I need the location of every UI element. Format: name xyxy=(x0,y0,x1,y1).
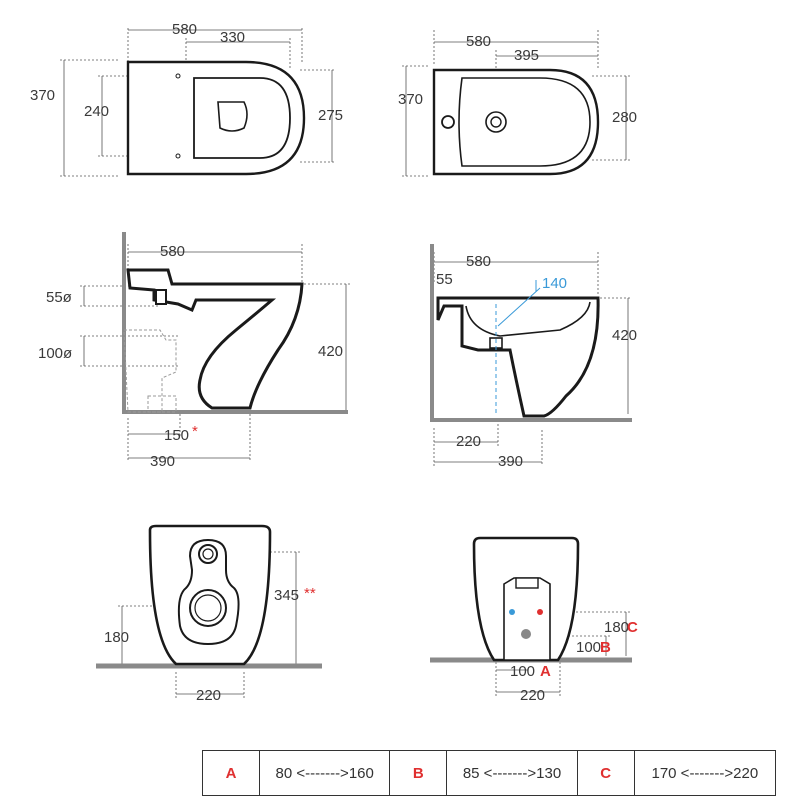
bidet-top-basin: 395 xyxy=(514,47,539,64)
bidet-top-inner: 280 xyxy=(612,109,637,126)
legend-range-c: 170 <------->220 xyxy=(633,750,777,796)
wc-side-width: 580 xyxy=(160,243,185,260)
wc-side-height: 420 xyxy=(318,343,343,360)
wc-rear-h1: 180 xyxy=(104,629,129,646)
bidet-side-tap: 140 xyxy=(542,275,567,292)
bidet-rear-b-key: B xyxy=(600,639,611,656)
wc-top-holes: 240 xyxy=(84,103,109,120)
range-legend-table: A 80 <------->160 B 85 <------->130 C 17… xyxy=(202,750,777,796)
bidet-side-wall: 390 xyxy=(498,453,523,470)
wc-rear-h2: 345 xyxy=(274,587,299,604)
bidet-rear-c-val: 180 xyxy=(604,619,629,636)
dimension-labels: 580 330 370 240 275 580 395 370 280 580 … xyxy=(30,21,638,704)
legend-key-b: B xyxy=(389,750,448,796)
wc-top-width: 580 xyxy=(172,21,197,38)
wc-top-seat: 330 xyxy=(220,29,245,46)
wc-side-wall: 390 xyxy=(150,453,175,470)
wc-rear-width: 220 xyxy=(196,687,221,704)
bidet-rear-view xyxy=(430,536,632,663)
wc-side-view xyxy=(122,232,348,414)
bidet-rear-c-key: C xyxy=(627,619,638,636)
bidet-side-width: 580 xyxy=(466,253,491,270)
wc-side-drain-mark: * xyxy=(192,423,198,440)
wc-top-inner: 275 xyxy=(318,107,343,124)
bidet-rear-a-val: 100 xyxy=(510,663,535,680)
wc-rear-h2-mark: ** xyxy=(304,585,316,602)
bidet-side-view xyxy=(430,244,632,422)
wc-side-outlet: 100ø xyxy=(38,345,72,362)
wc-side-drain: 150 xyxy=(164,427,189,444)
wc-side-inlet: 55ø xyxy=(46,289,72,306)
legend-key-a: A xyxy=(202,750,260,796)
bidet-rear-a-key: A xyxy=(540,663,551,680)
wc-top-depth: 370 xyxy=(30,87,55,104)
bidet-side-drain: 220 xyxy=(456,433,481,450)
wc-top-view xyxy=(126,60,306,176)
wc-rear-view xyxy=(96,524,322,669)
bidet-top-depth: 370 xyxy=(398,91,423,108)
legend-range-a: 80 <------->160 xyxy=(258,750,391,796)
bidet-side-height: 420 xyxy=(612,327,637,344)
bidet-rear-b-val: 100 xyxy=(576,639,601,656)
legend-key-c: C xyxy=(576,750,635,796)
bidet-top-view xyxy=(432,68,600,176)
bidet-top-width: 580 xyxy=(466,33,491,50)
bidet-side-offset: 55 xyxy=(436,271,453,288)
legend-range-b: 85 <------->130 xyxy=(446,750,578,796)
technical-drawing: 580 330 370 240 275 580 395 370 280 580 … xyxy=(30,21,638,704)
legend-row: A 80 <------->160 B 85 <------->130 C 17… xyxy=(202,750,777,796)
bidet-rear-width: 220 xyxy=(520,687,545,704)
